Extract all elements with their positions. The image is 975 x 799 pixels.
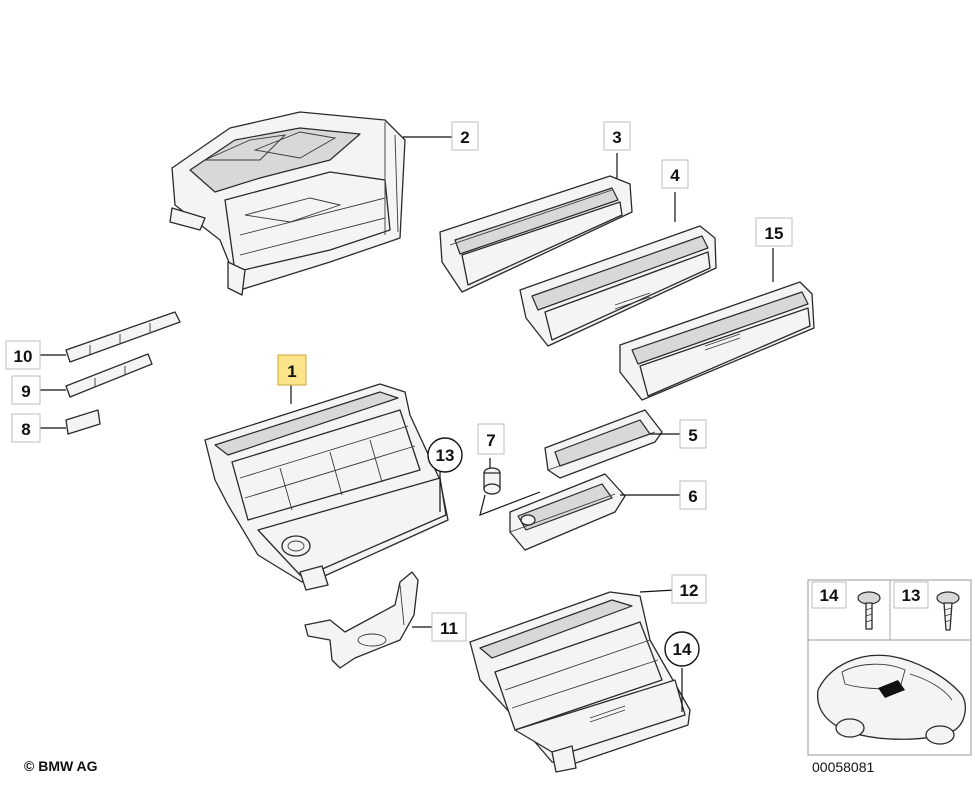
svg-text:2: 2 xyxy=(460,128,469,147)
inset-callout-13: 13 xyxy=(893,581,929,609)
screw-14-icon xyxy=(857,591,881,630)
svg-text:12: 12 xyxy=(680,581,699,600)
svg-text:9: 9 xyxy=(21,382,30,401)
callout-8: 8 xyxy=(11,413,41,443)
svg-text:10: 10 xyxy=(14,347,33,366)
callout-11: 11 xyxy=(431,612,467,642)
part-15-tray xyxy=(619,281,815,401)
callout-9: 9 xyxy=(11,375,41,405)
part-3-tray xyxy=(439,175,633,293)
callout-12: 12 xyxy=(671,574,707,604)
part-10-strip xyxy=(65,311,181,363)
svg-text:3: 3 xyxy=(612,128,621,147)
callout-14-circle: 14 xyxy=(664,631,700,667)
diagram-number: 00058081 xyxy=(812,759,875,775)
callout-10: 10 xyxy=(5,340,41,370)
part-12-lower-console xyxy=(469,591,691,773)
svg-text:7: 7 xyxy=(486,431,495,450)
part-11-bracket xyxy=(304,571,419,669)
part-4-tray xyxy=(519,225,717,347)
svg-text:14: 14 xyxy=(820,586,839,605)
callout-3: 3 xyxy=(603,121,631,151)
callout-13-circle: 13 xyxy=(427,437,463,473)
part-2-frame xyxy=(169,111,406,296)
part-9-strip xyxy=(65,353,153,398)
part-8-strip xyxy=(65,409,101,435)
car-location-icon xyxy=(817,654,966,745)
callout-6: 6 xyxy=(679,480,707,510)
copyright-text: © BMW AG xyxy=(24,758,98,774)
part-6-ashtray xyxy=(509,473,626,551)
svg-text:11: 11 xyxy=(440,619,458,638)
part-5-small-tray xyxy=(544,409,663,479)
svg-text:13: 13 xyxy=(436,446,455,465)
svg-text:15: 15 xyxy=(765,224,784,243)
part-1-console xyxy=(204,383,449,591)
svg-text:8: 8 xyxy=(21,420,30,439)
svg-text:14: 14 xyxy=(673,640,692,659)
svg-text:6: 6 xyxy=(688,487,697,506)
callout-1: 1 xyxy=(277,354,307,386)
callout-4: 4 xyxy=(661,159,689,189)
callout-2: 2 xyxy=(451,121,479,151)
svg-text:5: 5 xyxy=(688,426,697,445)
svg-text:1: 1 xyxy=(287,362,296,381)
callout-5: 5 xyxy=(679,419,707,449)
svg-text:4: 4 xyxy=(670,166,680,185)
inset-callout-14: 14 xyxy=(811,581,847,609)
callout-7: 7 xyxy=(477,423,505,455)
svg-text:13: 13 xyxy=(902,586,921,605)
screw-13-icon xyxy=(936,591,960,631)
leader-lines xyxy=(40,136,774,712)
part-7-cap xyxy=(483,467,501,495)
inset-panel: 14 13 xyxy=(807,579,972,756)
callout-15: 15 xyxy=(755,217,793,247)
